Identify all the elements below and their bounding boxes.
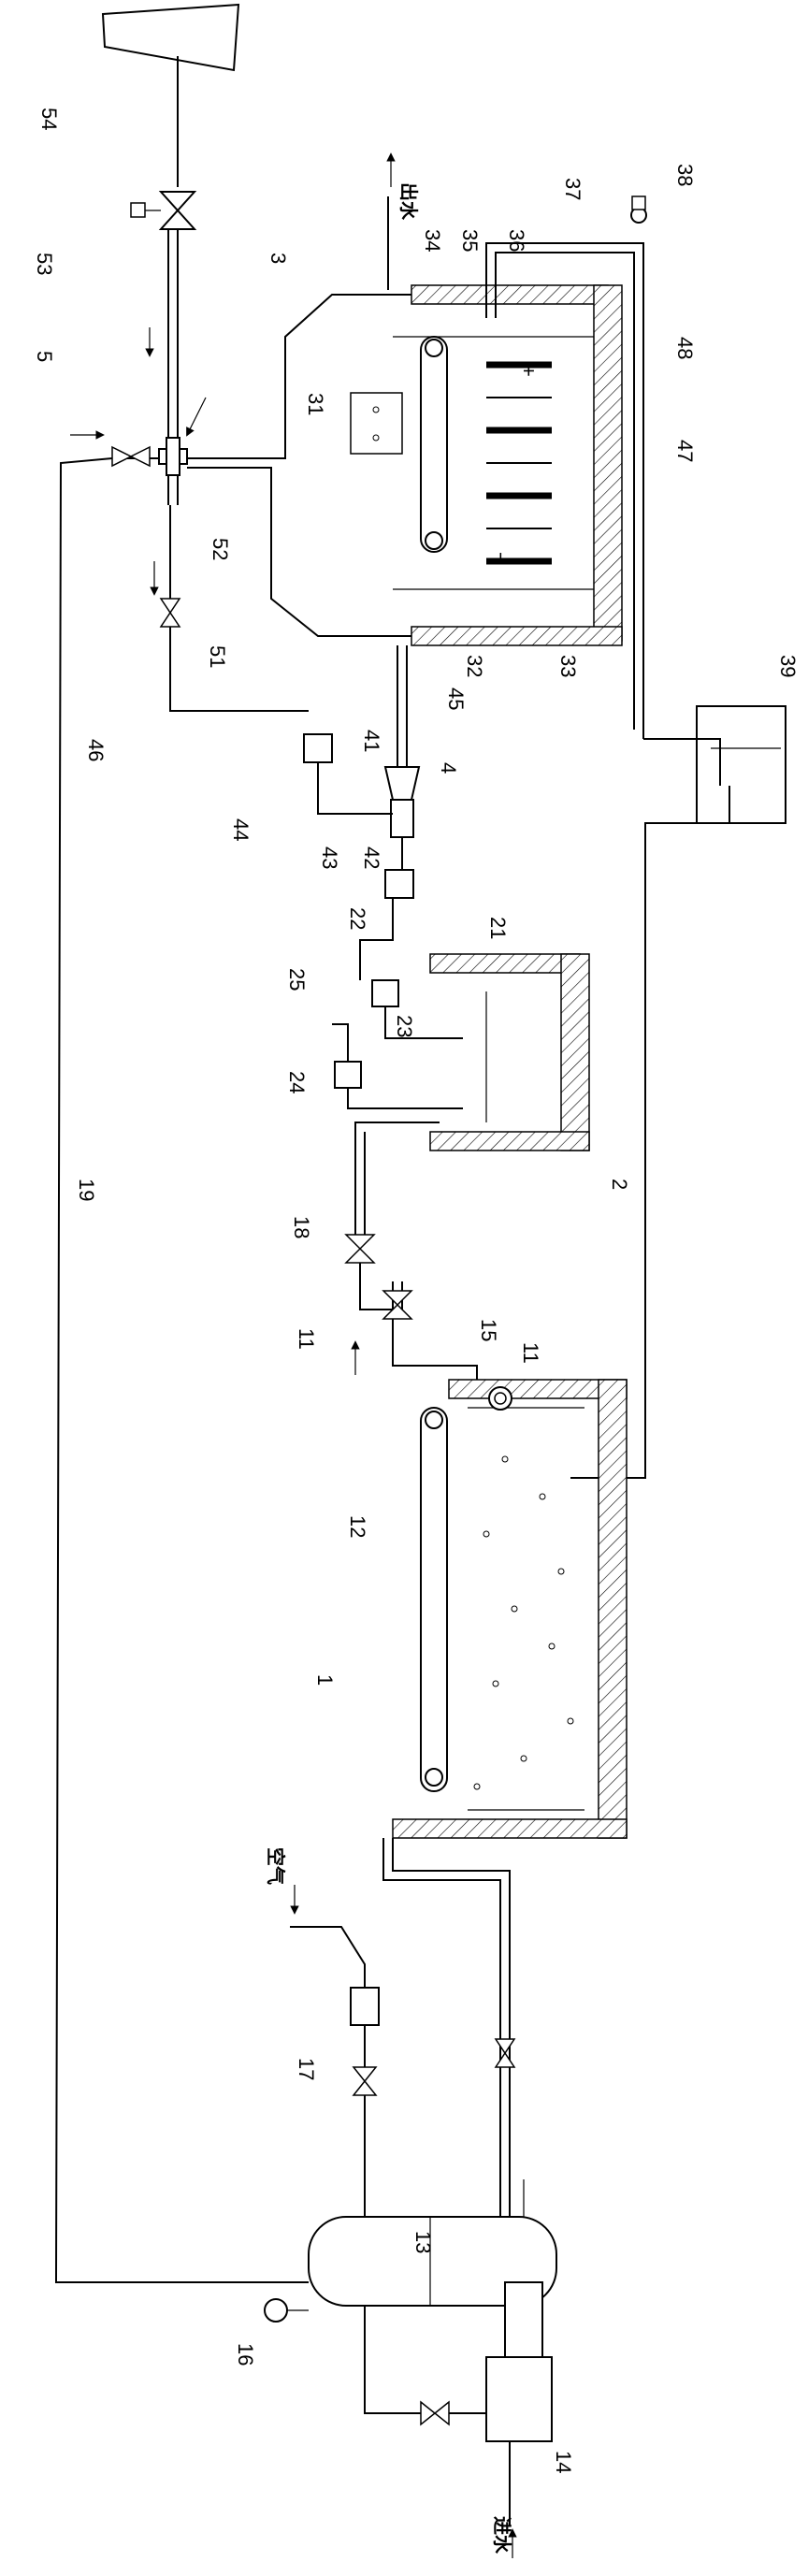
duct-51-52 (187, 294, 449, 637)
air-label: 空气 (265, 1847, 287, 1885)
line-46 (159, 505, 309, 712)
numeral-51: 51 (206, 645, 229, 668)
valve-line-11 (382, 1290, 413, 1320)
numeral-19: 19 (75, 1179, 98, 1201)
flotation-tank-1 (392, 1379, 628, 1839)
ejector-4 (383, 766, 421, 838)
valve-18 (344, 1234, 376, 1264)
numeral-54: 54 (37, 108, 61, 130)
line-36-37 (485, 195, 647, 739)
pressure-vessel-13 (308, 2179, 557, 2348)
numeral-18: 18 (290, 1216, 313, 1238)
numeral-44: 44 (229, 818, 252, 841)
numeral-11-left: 11 (295, 1328, 318, 1350)
inlet-water-label: 进水 (491, 2516, 513, 2554)
line-18 (354, 1122, 440, 1235)
numeral-1: 1 (313, 1674, 337, 1686)
numeral-34: 34 (421, 229, 444, 252)
numeral-5: 5 (33, 351, 56, 362)
numeral-45: 45 (444, 687, 468, 710)
numeral-2: 2 (608, 1179, 631, 1190)
numeral-37: 37 (561, 178, 584, 200)
numeral-4: 4 (437, 762, 460, 774)
numeral-23: 23 (393, 1015, 416, 1037)
feed-valve (494, 2038, 516, 2068)
pump-23 (371, 979, 463, 1039)
reference-numerals: 54 53 5 52 51 3 34 35 36 37 38 31 48 47 … (33, 108, 800, 2473)
pump-14 (364, 2281, 553, 2442)
scraper-belt-34 (420, 336, 448, 553)
numeral-17: 17 (295, 2058, 318, 2080)
numeral-36: 36 (505, 229, 528, 252)
numeral-53: 53 (33, 253, 56, 275)
gate-valve-53 (130, 191, 197, 230)
feed-line (392, 1838, 511, 2217)
numeral-41: 41 (360, 730, 383, 752)
numeral-39: 39 (776, 655, 800, 677)
pump-42 (369, 837, 414, 941)
collector-15 (488, 1386, 512, 1411)
pump-24 (334, 1061, 463, 1109)
tank-39 (696, 705, 786, 824)
recycle-line-19 (54, 445, 309, 2283)
numeral-32: 32 (463, 655, 486, 677)
numeral-3: 3 (267, 253, 290, 264)
electrode-array-32-33 (486, 361, 552, 565)
pump-44 (303, 733, 393, 815)
numeral-15: 15 (477, 1319, 500, 1341)
numeral-25: 25 (285, 968, 309, 991)
numeral-43: 43 (318, 847, 341, 869)
numeral-35: 35 (458, 229, 482, 252)
pressure-gauge-16 (264, 2298, 309, 2323)
outlet-water: 出水 (386, 152, 420, 290)
air-bubbles (473, 1455, 574, 1790)
minus-sign: − (489, 552, 512, 564)
numeral-13: 13 (411, 2231, 435, 2253)
scraper-belt-12 (420, 1407, 448, 1792)
numeral-24: 24 (285, 1071, 309, 1093)
control-box-31 (350, 392, 403, 455)
numeral-21: 21 (486, 917, 510, 939)
numeral-47: 47 (673, 440, 697, 462)
numeral-48: 48 (673, 337, 697, 359)
tank-2 (429, 953, 590, 1151)
numeral-46: 46 (84, 739, 108, 761)
outlet-water-label: 出水 (397, 182, 420, 221)
gas-duct-5 (70, 229, 207, 596)
inlet-water: 进水 (491, 2441, 517, 2558)
plus-sign: + (517, 365, 541, 377)
numeral-31: 31 (304, 393, 327, 415)
numeral-12: 12 (346, 1515, 369, 1538)
exhaust-hood-54 (101, 3, 240, 187)
numeral-38: 38 (673, 164, 697, 186)
reactor-vessel-3: + − (350, 284, 623, 646)
numeral-14: 14 (552, 2451, 575, 2473)
numeral-11-right: 11 (519, 1342, 542, 1364)
numeral-16: 16 (234, 2343, 257, 2366)
numeral-42: 42 (360, 847, 383, 869)
numeral-33: 33 (556, 655, 580, 677)
numeral-52: 52 (209, 538, 232, 560)
air-line: 空气 (265, 1847, 380, 2217)
numeral-22: 22 (346, 907, 369, 930)
